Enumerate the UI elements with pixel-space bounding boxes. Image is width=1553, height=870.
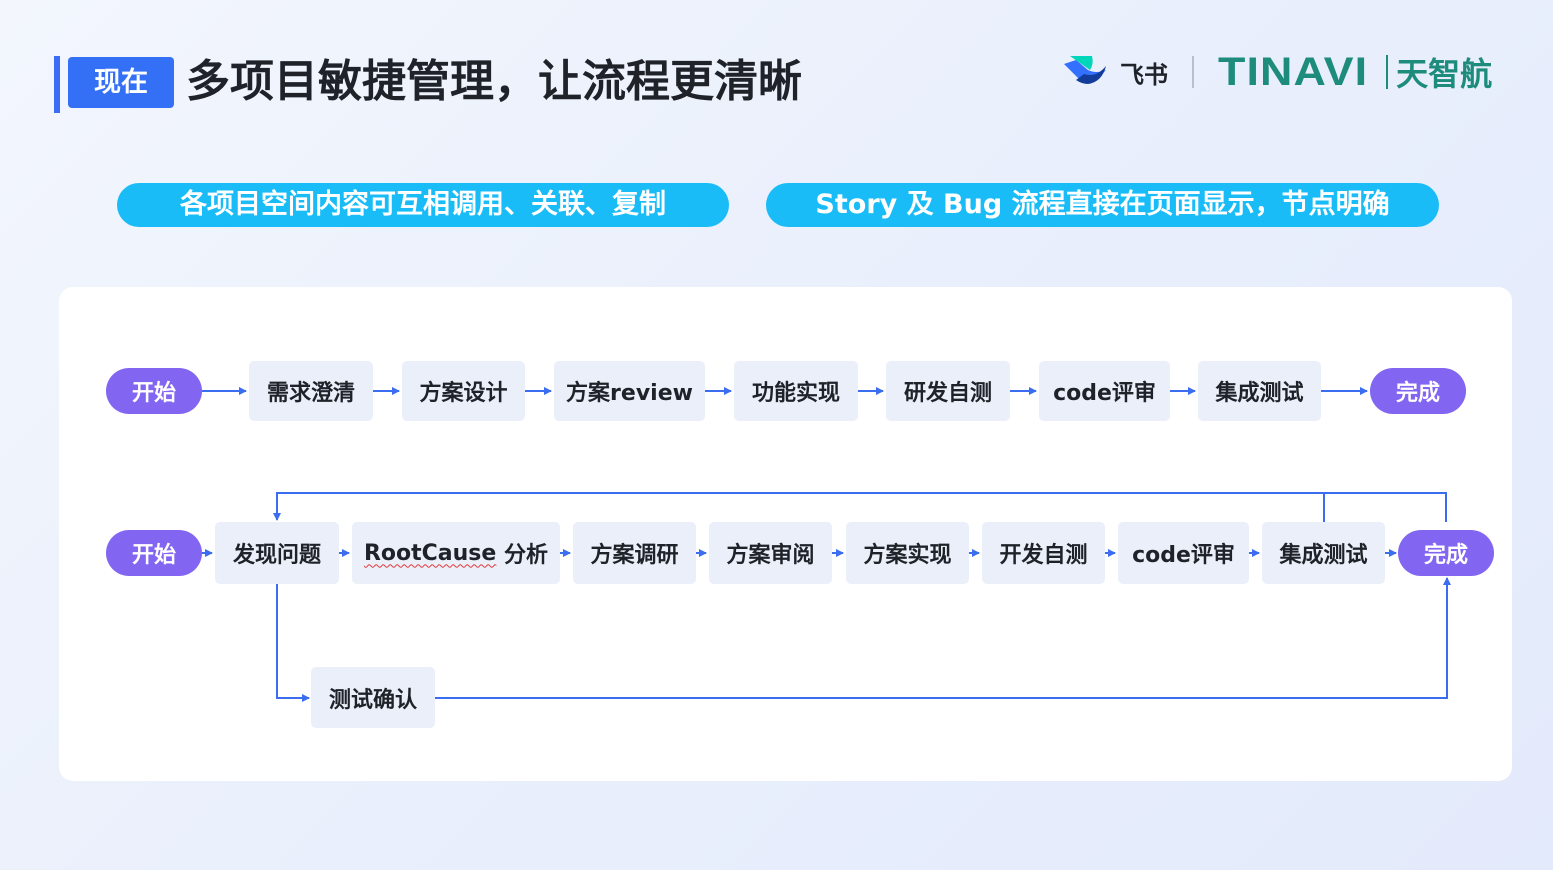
bug-step-2: RootCause 分析 [352, 522, 560, 584]
story-step-6: code评审 [1039, 361, 1170, 421]
bug-step-4: 方案审阅 [709, 522, 832, 584]
title-accent-bar [54, 56, 60, 113]
logo-area: 飞书 TINAVI 天智航 [1062, 48, 1492, 96]
logo-divider [1192, 56, 1194, 88]
bug-step-2-suffix: 分析 [504, 543, 549, 568]
branch-arrow-confirm [276, 584, 310, 702]
loop-back-arrow [273, 492, 1324, 521]
bug-step-8: 集成测试 [1262, 522, 1385, 584]
loop-done-line [1323, 492, 1447, 522]
feature-pill-cross-project: 各项目空间内容可互相调用、关联、复制 [117, 183, 729, 227]
bug-end: 完成 [1398, 530, 1494, 576]
story-step-4: 功能实现 [734, 361, 858, 421]
story-step-2: 方案设计 [402, 361, 525, 421]
feature-pill-flow-display: Story 及 Bug 流程直接在页面显示，节点明确 [766, 183, 1439, 227]
feishu-logo-icon [1064, 56, 1106, 84]
tinavi-logo: TINAVI [1218, 49, 1369, 94]
bug-step-3: 方案调研 [573, 522, 696, 584]
story-step-7: 集成测试 [1198, 361, 1321, 421]
story-start: 开始 [106, 368, 202, 414]
bug-start: 开始 [106, 530, 202, 576]
bug-step-5: 方案实现 [846, 522, 969, 584]
bug-step-6: 开发自测 [982, 522, 1105, 584]
tinavi-divider [1386, 55, 1389, 89]
bug-step-7: code评审 [1118, 522, 1249, 584]
bug-branch-confirm: 测试确认 [311, 667, 435, 728]
story-end: 完成 [1370, 368, 1466, 414]
branch-arrow-done [435, 577, 1451, 699]
story-step-5: 研发自测 [886, 361, 1010, 421]
bug-step-1: 发现问题 [215, 522, 339, 584]
bug-step-2-label: RootCause [363, 540, 497, 566]
now-badge: 现在 [68, 57, 174, 108]
feishu-name: 飞书 [1120, 60, 1168, 89]
page-title: 多项目敏捷管理，让流程更清晰 [186, 56, 802, 107]
story-step-1: 需求澄清 [249, 361, 373, 421]
tinavi-cn-name: 天智航 [1396, 55, 1493, 93]
story-step-3: 方案review [554, 361, 705, 421]
